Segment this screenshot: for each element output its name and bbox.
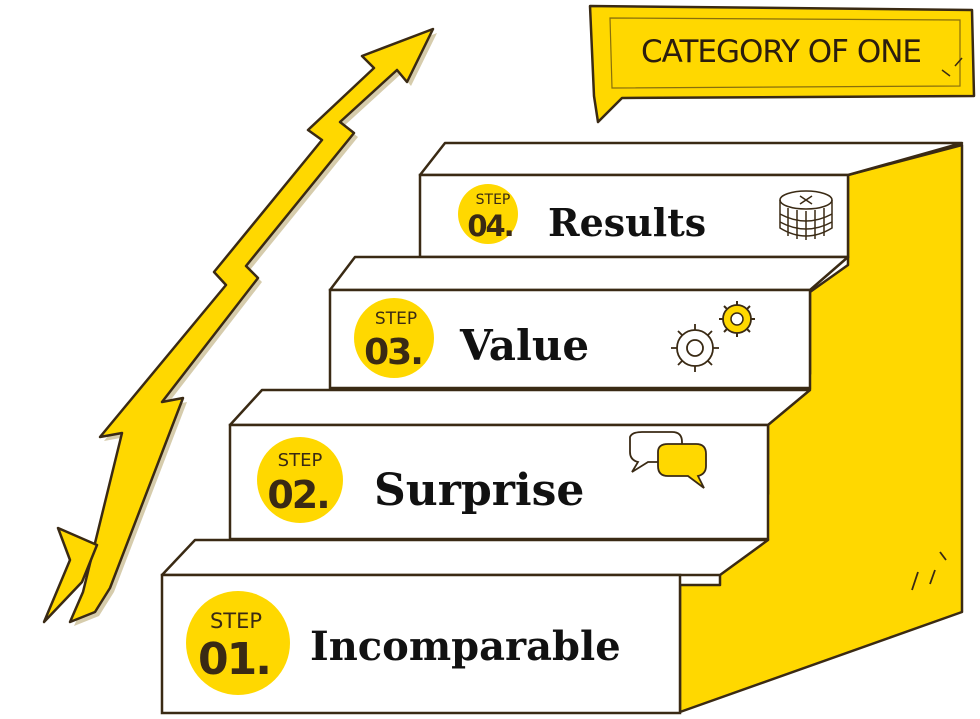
step-02: STEP 02. Surprise <box>228 388 812 541</box>
step-01-word: STEP <box>210 609 262 633</box>
category-banner: CATEGORY OF ONE <box>588 4 976 124</box>
step-02-badge <box>257 437 343 523</box>
gears-icon <box>671 301 755 372</box>
step-04: STEP 04. Results <box>418 141 964 259</box>
banner-label: CATEGORY OF ONE <box>641 34 921 70</box>
step-04-word: STEP <box>476 192 511 208</box>
step-02-number: 02. <box>267 473 328 517</box>
step-04-title: Results <box>548 200 706 245</box>
step-01: STEP 01. Incomparable <box>160 538 770 715</box>
coin-stack-icon <box>779 190 833 240</box>
step-04-badge <box>458 184 518 244</box>
step-01-number: 01. <box>198 634 270 685</box>
step-03-word: STEP <box>375 309 417 329</box>
speech-bubbles-icon <box>629 431 707 489</box>
step-04-number: 04. <box>467 209 512 243</box>
growth-arrow-icon <box>42 27 437 626</box>
step-01-badge <box>186 591 290 695</box>
step-01-title: Incomparable <box>310 623 621 670</box>
step-02-title: Surprise <box>374 465 584 516</box>
step-03-number: 03. <box>364 332 422 373</box>
step-02-word: STEP <box>278 450 323 471</box>
step-03-title: Value <box>459 321 589 370</box>
step-03: STEP 03. Value <box>328 255 850 390</box>
step-03-badge <box>354 298 434 378</box>
